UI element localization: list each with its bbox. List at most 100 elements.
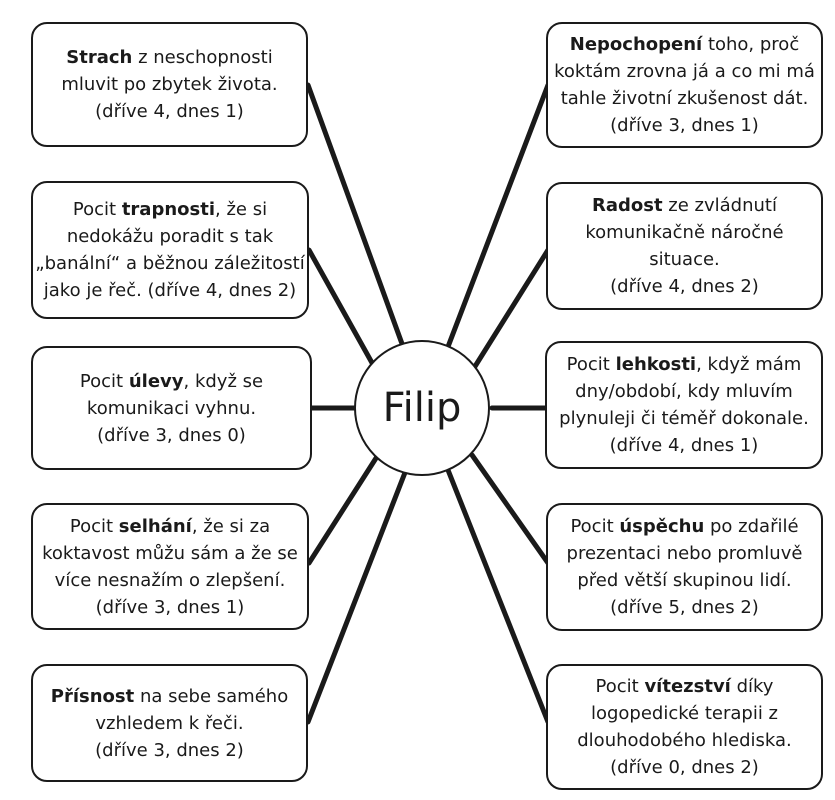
box-text-segment: vzhledem k řeči. bbox=[95, 712, 244, 734]
box-text-segment: mluvit po zbytek života. bbox=[61, 74, 278, 95]
box-text-segment: (dříve 4, dnes 1) bbox=[609, 435, 759, 456]
box-text-segment: , když mám bbox=[696, 354, 802, 375]
box-text-line: vzhledem k řeči. bbox=[51, 710, 288, 737]
box-text-line: Radost ze zvládnutí bbox=[585, 192, 783, 219]
box-text-line: dlouhodobého hlediska. bbox=[577, 727, 792, 754]
box-text-line: koktavost můžu sám a že se bbox=[42, 540, 298, 567]
box-text-segment: Pocit bbox=[69, 515, 119, 537]
box-text-line: Pocit lehkosti, když mám bbox=[559, 351, 809, 378]
box-text-segment: Pocit bbox=[72, 199, 122, 220]
box-text-line: Přísnost na sebe samého bbox=[51, 683, 288, 710]
box-text-segment: Pocit bbox=[595, 676, 645, 697]
center-label: Filip bbox=[382, 385, 462, 431]
box-text-line: (dříve 3, dnes 1) bbox=[554, 112, 815, 139]
box-text-line: (dříve 3, dnes 1) bbox=[42, 594, 298, 621]
connector-left-2 bbox=[306, 247, 379, 373]
emotion-box-right-5: Pocit vítezství díky logopedické terapii … bbox=[546, 664, 823, 790]
emotion-box-right-1: Nepochopení toho, proč koktám zrovna já a… bbox=[546, 22, 823, 148]
box-text-line: Pocit úspěchu po zdařilé bbox=[567, 513, 803, 540]
box-text-segment: před větší skupinou lidí. bbox=[577, 570, 792, 591]
box-text-segment: po zdařilé bbox=[704, 516, 799, 537]
box-text-segment: Pocit bbox=[79, 370, 129, 392]
box-text-line: Pocit úlevy, když se bbox=[80, 368, 263, 395]
box-text-line: situace. bbox=[585, 246, 783, 273]
box-text-segment: (dříve 3, dnes 1) bbox=[95, 596, 245, 618]
box-text-segment: prezentaci nebo promluvě bbox=[566, 543, 803, 564]
box-text-line: Pocit trapnosti, že si bbox=[35, 196, 304, 223]
box-text-line: (dříve 4, dnes 1) bbox=[559, 432, 809, 459]
box-text-segment: nedokážu poradit s tak bbox=[66, 226, 274, 247]
box-text-segment: , že si bbox=[215, 199, 268, 220]
box-text-segment: koktavost můžu sám a že se bbox=[42, 542, 298, 564]
emotion-keyword: Nepochopení bbox=[569, 34, 703, 55]
connector-left-1 bbox=[305, 82, 408, 355]
box-text-segment: (dříve 4, dnes 2) bbox=[610, 276, 759, 297]
box-text-line: Pocit selhání, že si za bbox=[42, 513, 298, 540]
connector-right-4 bbox=[469, 452, 551, 566]
box-text-segment: koktám zrovna já a co mi má bbox=[554, 61, 815, 82]
box-text-segment: díky bbox=[730, 676, 774, 697]
box-text-segment: (dříve 3, dnes 0) bbox=[97, 424, 246, 446]
box-text-segment: (dříve 5, dnes 2) bbox=[610, 597, 759, 618]
box-text-segment: (dříve 4, dnes 1) bbox=[95, 101, 244, 122]
box-text-segment: komunikaci vyhnu. bbox=[86, 397, 257, 419]
box-text-line: Pocit vítezství díky bbox=[577, 673, 792, 700]
emotion-keyword: Přísnost bbox=[50, 685, 135, 707]
box-text-segment: tahle životní zkušenost dát. bbox=[560, 88, 809, 109]
box-text-line: (dříve 3, dnes 2) bbox=[51, 737, 288, 764]
box-text-line: před větší skupinou lidí. bbox=[567, 567, 803, 594]
box-text-line: jako je řeč. (dříve 4, dnes 2) bbox=[35, 277, 304, 304]
box-text-line: tahle životní zkušenost dát. bbox=[554, 85, 815, 112]
center-node: Filip bbox=[354, 340, 490, 476]
emotion-keyword: vítezství bbox=[644, 676, 731, 697]
box-text-line: logopedické terapii z bbox=[577, 700, 792, 727]
box-text-segment: „banální“ a běžnou záležitostí bbox=[35, 253, 305, 274]
box-text-segment: na sebe samého bbox=[134, 685, 289, 707]
box-text-segment: toho, proč bbox=[702, 34, 800, 55]
box-text-line: (dříve 5, dnes 2) bbox=[567, 594, 803, 621]
box-text-line: (dříve 3, dnes 0) bbox=[80, 422, 263, 449]
box-text-segment: Pocit bbox=[566, 354, 616, 375]
box-text-segment: plynuleji či téměř dokonale. bbox=[559, 408, 809, 429]
box-text-line: Strach z neschopnosti bbox=[61, 44, 277, 71]
box-text-segment: dlouhodobého hlediska. bbox=[577, 730, 792, 751]
box-text-segment: (dříve 3, dnes 1) bbox=[610, 115, 759, 136]
connector-right-5 bbox=[445, 467, 551, 725]
connector-right-2 bbox=[471, 247, 551, 371]
box-text-line: dny/období, kdy mluvím bbox=[559, 378, 809, 405]
box-text-segment: logopedické terapii z bbox=[590, 703, 778, 724]
emotion-box-left-2: Pocit trapnosti, že si nedokážu poradit s… bbox=[31, 181, 309, 319]
connector-right-1 bbox=[443, 82, 551, 355]
box-text-line: koktám zrovna já a co mi má bbox=[554, 58, 815, 85]
box-text-segment: jako je řeč. (dříve 4, dnes 2) bbox=[43, 280, 297, 301]
emotion-keyword: selhání bbox=[118, 515, 192, 537]
box-text-line: nedokážu poradit s tak bbox=[35, 223, 304, 250]
box-text-line: plynuleji či téměř dokonale. bbox=[559, 405, 809, 432]
connector-left-4 bbox=[306, 452, 381, 566]
box-text-line: komunikaci vyhnu. bbox=[80, 395, 263, 422]
box-text-segment: z neschopnosti bbox=[132, 47, 273, 68]
box-text-segment: dny/období, kdy mluvím bbox=[575, 381, 793, 402]
box-text-line: více nesnažím o zlepšení. bbox=[42, 567, 298, 594]
connector-left-5 bbox=[305, 467, 409, 725]
emotion-box-right-3: Pocit lehkosti, když mám dny/období, kdy … bbox=[545, 341, 823, 469]
box-text-segment: (dříve 3, dnes 2) bbox=[95, 739, 244, 761]
box-text-segment: (dříve 0, dnes 2) bbox=[610, 757, 759, 778]
box-text-segment: více nesnažím o zlepšení. bbox=[54, 569, 286, 591]
box-text-line: komunikačně náročné bbox=[585, 219, 783, 246]
box-text-line: „banální“ a běžnou záležitostí bbox=[35, 250, 304, 277]
emotion-keyword: trapnosti bbox=[121, 199, 215, 220]
box-text-segment: situace. bbox=[649, 249, 720, 270]
box-text-segment: , že si za bbox=[191, 515, 271, 537]
box-text-line: mluvit po zbytek života. bbox=[61, 71, 277, 98]
box-text-line: (dříve 4, dnes 1) bbox=[61, 98, 277, 125]
box-text-segment: Pocit bbox=[570, 516, 620, 537]
emotion-keyword: Strach bbox=[66, 47, 133, 68]
emotion-keyword: lehkosti bbox=[615, 354, 697, 375]
emotion-keyword: úspěchu bbox=[619, 516, 705, 537]
emotion-box-right-4: Pocit úspěchu po zdařilé prezentaci nebo … bbox=[546, 503, 823, 631]
box-text-line: Nepochopení toho, proč bbox=[554, 31, 815, 58]
